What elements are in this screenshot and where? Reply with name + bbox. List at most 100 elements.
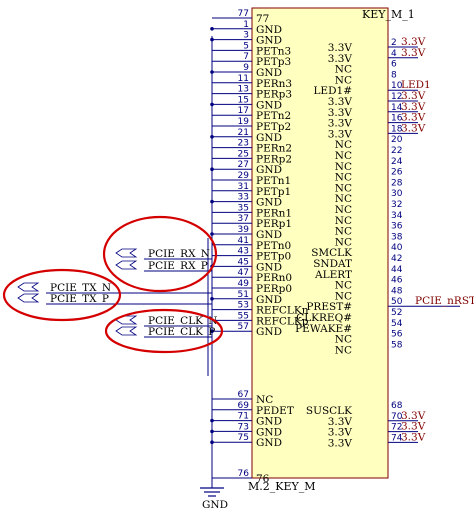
pin-name: PREST# [306,301,352,313]
svg-text:PCIE_TX_N: PCIE_TX_N [50,282,111,294]
pin-number: 3 [243,31,249,41]
pin-number: 40 [391,243,403,253]
pin-number: 73 [238,422,249,432]
port-pcie-clk-n[interactable]: PCIE_CLK_N [115,315,217,327]
pin-row-right[interactable]: NC 6 [335,60,397,76]
net-label-3v3: 3.3V [401,431,426,443]
connector-body[interactable] [251,7,389,479]
pin-name: CLKREQ# [296,312,352,324]
pin-number: 6 [391,60,397,70]
junction-dot-icon [210,232,214,236]
pin-number: 14 [391,103,403,113]
pin-number: 7 [243,52,249,62]
pin-row-right[interactable]: CLKREQ#52 [296,308,402,324]
port-pcie-rx-n[interactable]: PCIE_RX_N [115,248,212,260]
pin-name: ALERT [314,269,352,281]
port-pcie-tx-n[interactable]: PCIE_TX_N [17,282,212,294]
pin-name: 3.3V [328,118,353,130]
pin-row-left[interactable]: 75 GND [210,433,282,449]
pin-name: NC [335,64,352,76]
port-pcie-rx-p[interactable]: PCIE_RX_P [115,260,212,272]
pin-name: GND [256,437,282,449]
pin-number: 75 [238,433,249,443]
pin-row-right[interactable]: PEWAKE#54 [295,319,403,335]
pin-number: 45 [238,257,249,267]
pin-number: 38 [391,232,403,242]
pin-name: GND [256,67,282,79]
port-pcie-tx-p[interactable]: PCIE_TX_P [17,293,212,305]
pin-number: 25 [238,149,249,159]
junction-dot-icon [210,70,214,74]
port-pcie-clk-p[interactable]: PCIE_CLK_P [115,326,215,338]
pin-number: 50 [391,297,403,307]
pin-number: 28 [391,178,403,188]
annotation-circle-tx [2,268,122,322]
